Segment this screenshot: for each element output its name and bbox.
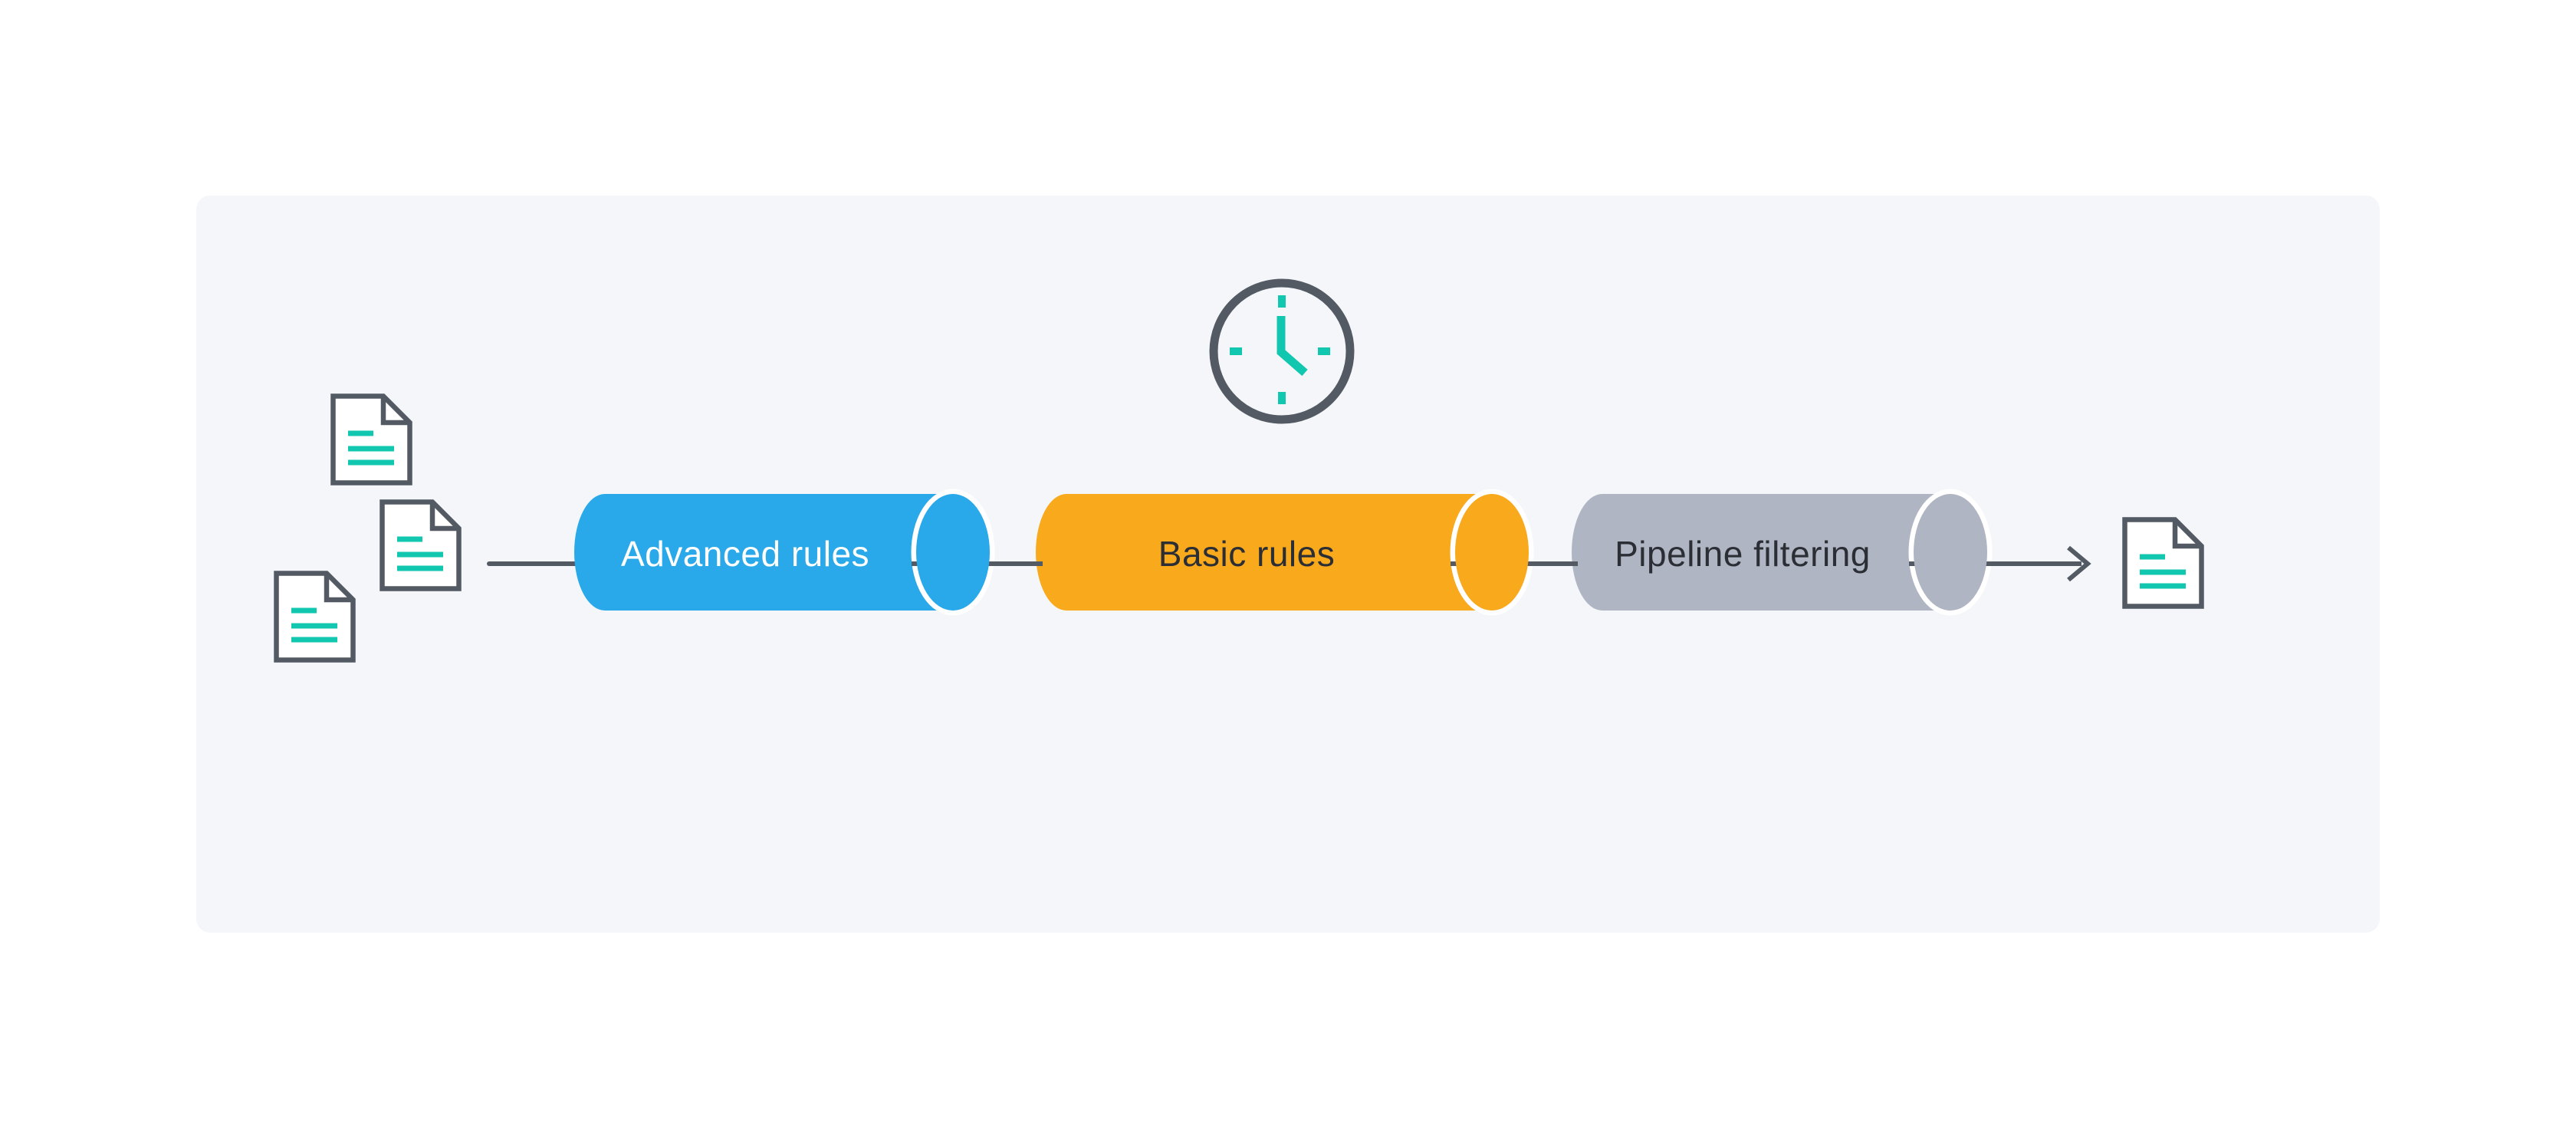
clock-tick-12 [1278,295,1286,308]
stage-cap-basic-rules [1455,494,1529,611]
clock-tick-9 [1230,347,1242,355]
stage-cap-pipeline-filtering [1914,494,1987,611]
stage-label-pipeline-filtering: Pipeline filtering [1615,534,1871,574]
input-document-icon-3 [277,574,353,660]
stage-body-basic-rules [1036,494,1492,611]
stage-label-advanced-rules: Advanced rules [621,534,869,574]
flow-arrowhead [2067,545,2091,582]
clock-tick-3 [1318,347,1330,355]
clock-tick-6 [1278,392,1286,404]
input-document-icon-2 [383,502,459,589]
input-document-icon-1 [334,397,410,483]
clock-hands [1276,316,1308,377]
clock-icon [1209,278,1355,424]
output-document-icon [2125,520,2202,607]
stage-body-advanced-rules [574,494,953,611]
stage-label-basic-rules: Basic rules [1158,534,1335,574]
stage-body-pipeline-filtering [1572,494,1950,611]
stage-cap-advanced-rules [916,494,990,611]
